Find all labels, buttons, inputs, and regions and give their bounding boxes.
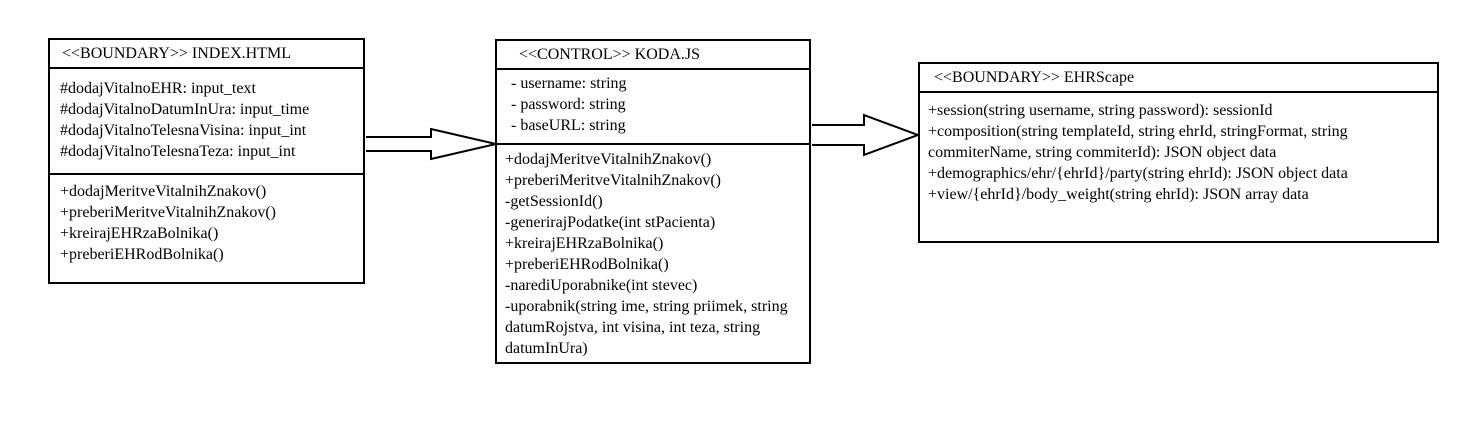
attribute-line: #dodajVitalnoDatumInUra: input_time <box>60 101 310 118</box>
attributes-section: #dodajVitalnoEHR: input_text #dodajVital… <box>50 67 363 173</box>
operation-line: +view/{ehrId}/body_weight(string ehrId):… <box>928 186 1309 203</box>
operation-line: -getSessionId() <box>505 193 603 210</box>
operation-line: -generirajPodatke(int stPacienta) <box>505 214 716 231</box>
operation-line: +preberiEHRodBolnika() <box>505 256 669 273</box>
operation-line: +composition(string templateId, string e… <box>928 123 1348 161</box>
class-box-ehrscape: <<BOUNDARY>> EHRScape +session(string us… <box>918 62 1439 243</box>
arrow-koda-to-ehrscape <box>812 113 921 157</box>
class-box-index-html: <<BOUNDARY>> INDEX.HTML #dodajVitalnoEHR… <box>48 38 365 284</box>
operation-line: +kreirajEHRzaBolnika() <box>505 235 664 252</box>
attribute-line: #dodajVitalnoEHR: input_text <box>60 80 256 97</box>
operation-line: +session(string username, string passwor… <box>928 102 1273 119</box>
arrow-index-to-koda <box>366 127 497 161</box>
operation-line: +kreirajEHRzaBolnika() <box>60 225 219 242</box>
operations-section: +session(string username, string passwor… <box>920 91 1437 205</box>
attribute-line: - password: string <box>511 96 626 113</box>
operations-section: +dodajMeritveVitalnihZnakov() +preberiMe… <box>497 143 809 359</box>
operation-line: -narediUporabnike(int stevec) <box>505 277 698 294</box>
operation-line: +demographics/ehr/{ehrId}/party(string e… <box>928 165 1348 182</box>
attribute-line: #dodajVitalnoTelesnaTeza: input_int <box>60 143 296 160</box>
operation-line: +dodajMeritveVitalnihZnakov() <box>60 183 267 200</box>
attribute-line: - username: string <box>511 75 627 92</box>
operation-line: +dodajMeritveVitalnihZnakov() <box>505 151 712 168</box>
class-box-koda-js: <<CONTROL>> KODA.JS - username: string -… <box>495 39 811 364</box>
operations-section: +dodajMeritveVitalnihZnakov() +preberiMe… <box>50 173 363 265</box>
operation-line: -uporabnik(string ime, string priimek, s… <box>505 298 788 357</box>
attributes-section: - username: string - password: string - … <box>497 68 809 143</box>
attribute-line: - baseURL: string <box>511 117 626 134</box>
class-title: <<BOUNDARY>> INDEX.HTML <box>62 45 291 62</box>
attribute-line: #dodajVitalnoTelesnaVisina: input_int <box>60 122 307 139</box>
operation-line: +preberiMeritveVitalnihZnakov() <box>60 204 276 221</box>
class-title: <<CONTROL>> KODA.JS <box>519 46 700 63</box>
class-title: <<BOUNDARY>> EHRScape <box>934 69 1135 86</box>
operation-line: +preberiEHRodBolnika() <box>60 246 224 263</box>
operation-line: +preberiMeritveVitalnihZnakov() <box>505 172 721 189</box>
